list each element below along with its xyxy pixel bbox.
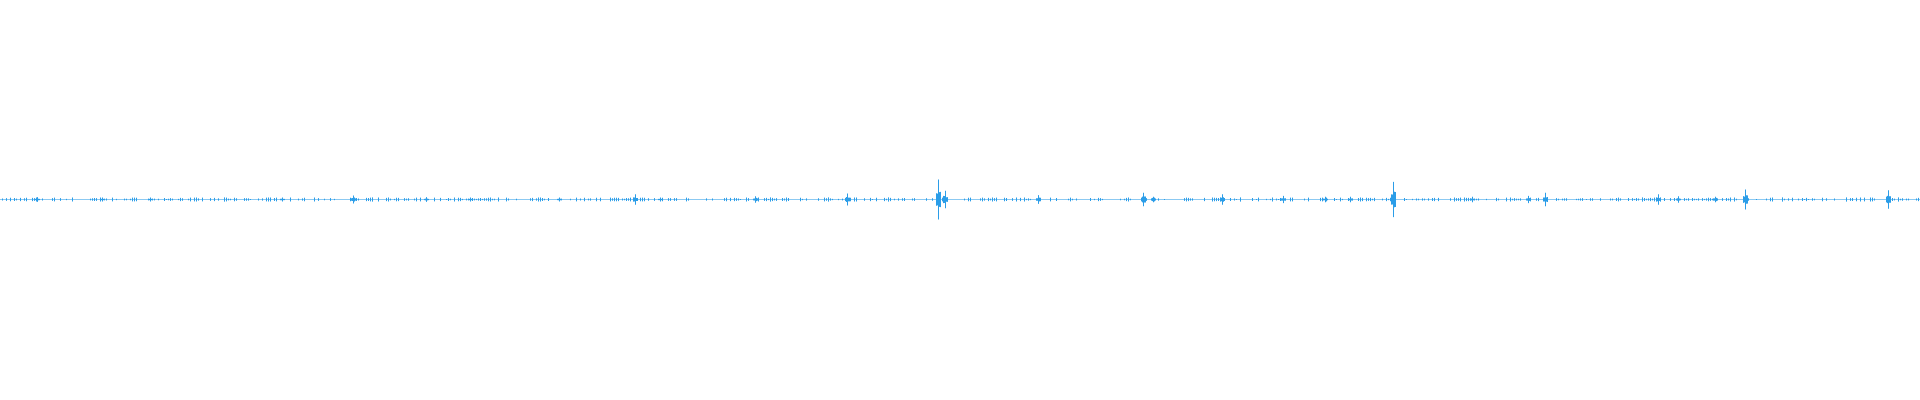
waveform-panel[interactable]	[0, 0, 1920, 400]
audio-waveform[interactable]	[0, 0, 1920, 400]
